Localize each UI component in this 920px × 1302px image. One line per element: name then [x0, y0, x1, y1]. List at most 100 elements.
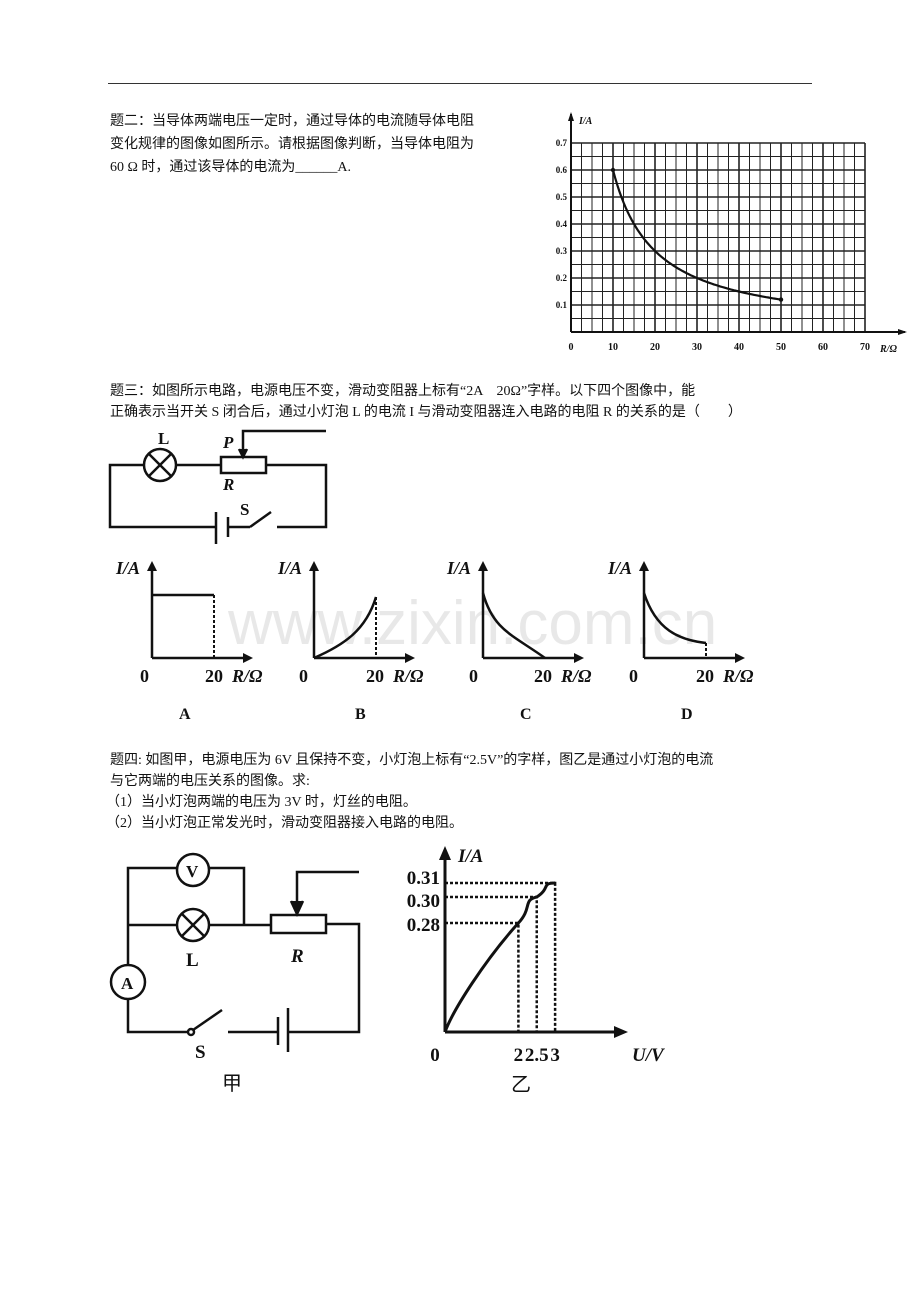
q3-line: 正确表示当开关 S 闭合后，通过小灯泡 L 的电流 I 与滑动变阻器连入电路的电… — [110, 405, 742, 420]
lamp-icon — [142, 447, 178, 483]
header-rule — [108, 83, 812, 84]
axes — [150, 567, 247, 660]
slider-label: P — [222, 433, 234, 452]
x-tick-label: 50 — [776, 342, 786, 353]
slider-arrow-icon — [289, 900, 305, 917]
data-point — [610, 167, 616, 173]
y-tick-label: 0.7 — [556, 138, 568, 148]
resistor-label: R — [222, 475, 234, 494]
x-tick-label: 70 — [860, 342, 870, 353]
option-letter: B — [355, 706, 366, 723]
switch-label: S — [195, 1042, 206, 1063]
figure-caption-jia: 甲 — [222, 1071, 242, 1095]
x-tick-label: 20 — [534, 666, 552, 686]
y-tick-label: 0.3 — [556, 246, 568, 256]
x-tick-label: 10 — [608, 342, 618, 353]
x-tick-label: 20 — [205, 666, 223, 686]
slider-wire — [295, 870, 359, 904]
axes — [312, 567, 409, 660]
x-axis-label: U/V — [632, 1045, 665, 1066]
y-axis-label: I/A — [607, 558, 632, 578]
y-axis-label: I/A — [457, 846, 483, 867]
q3-line: 题三：如图所示电路，电源电压不变，滑动变阻器上标有“2A 20Ω”字样。以下四个… — [110, 384, 696, 399]
y-tick-label: 0.4 — [556, 219, 568, 229]
axes — [443, 855, 618, 1034]
data-curve — [443, 881, 556, 1033]
dashed-guide — [445, 921, 520, 1032]
q2-line: 60 Ω 时，通过该导体的电流为______A. — [110, 160, 352, 175]
y-axis-label: I/A — [578, 116, 593, 127]
slider-wire — [241, 429, 326, 456]
data-point — [778, 297, 784, 302]
circuit-wires — [126, 866, 361, 1034]
x-tick-label: 40 — [734, 342, 744, 353]
x-tick-label: 20 — [696, 666, 714, 686]
lamp-label: L — [186, 950, 199, 971]
y-tick-label: 0.1 — [556, 300, 568, 310]
option-graph-b: I/A 0 20 R/Ω B — [277, 558, 424, 723]
question-4-text: 题四: 如图甲，电源电压为 6V 且保持不变，小灯泡上标有“2.5V”的字样，图… — [106, 750, 713, 834]
y-tick-label: 0.31 — [407, 868, 440, 889]
q2-line: 题二：当导体两端电压一定时，通过导体的电流随导体电阻 — [110, 114, 474, 129]
axes — [642, 567, 739, 660]
x-tick-label: 3 — [550, 1045, 560, 1066]
question-2-text: 题二：当导体两端电压一定时，通过导体的电流随导体电阻 变化规律的图像如图所示。请… — [110, 110, 474, 179]
axes — [570, 114, 905, 333]
ammeter-icon — [109, 963, 147, 1001]
q4-line: （2）当小灯泡正常发光时，滑动变阻器接入电路的电阻。 — [106, 816, 463, 831]
y-tick-label: 0.6 — [556, 165, 568, 175]
circuit-q4 — [109, 852, 361, 1052]
origin-label: 0 — [430, 1045, 440, 1066]
voltmeter-label: V — [186, 862, 199, 881]
question-3-text: 题三：如图所示电路，电源电压不变，滑动变阻器上标有“2A 20Ω”字样。以下四个… — [110, 381, 742, 423]
data-curve — [481, 592, 546, 660]
origin-label: 0 — [629, 666, 638, 686]
x-axis-label: R/Ω — [560, 666, 592, 686]
dashed-guide — [445, 881, 557, 1032]
option-letter: D — [681, 706, 693, 723]
resistor-label: R — [290, 946, 304, 967]
voltage-current-graph: 0.28 2 0.30 2.5 0.31 3 0 I/A U/V — [407, 846, 665, 1066]
y-axis-label: I/A — [446, 558, 471, 578]
y-axis-label: I/A — [277, 558, 302, 578]
battery-icon — [214, 512, 230, 544]
y-axis-label: I/A — [115, 558, 140, 578]
x-tick-label: 0 — [569, 342, 574, 353]
y-tick-label: 0.5 — [556, 192, 568, 202]
origin-label: 0 — [299, 666, 308, 686]
axis-arrow-icon — [439, 846, 628, 1038]
data-curve — [642, 592, 707, 645]
x-axis-label: R/Ω — [722, 666, 754, 686]
rheostat-icon — [219, 455, 268, 475]
x-tick-label: 2.5 — [525, 1045, 549, 1066]
data-curve — [313, 596, 378, 660]
x-axis-label: R/Ω — [879, 344, 897, 355]
x-tick-label: 20 — [650, 342, 660, 353]
x-tick-label: 60 — [818, 342, 828, 353]
lamp-label: L — [158, 429, 169, 448]
data-curve — [611, 169, 782, 301]
circuit-q3 — [108, 429, 328, 544]
q4-line: 与它两端的电压关系的图像。求: — [110, 774, 310, 789]
y-tick-label: 0.30 — [407, 891, 440, 912]
x-tick-label: 20 — [366, 666, 384, 686]
origin-label: 0 — [140, 666, 149, 686]
q4-line: （1）当小灯泡两端的电压为 3V 时，灯丝的电阻。 — [106, 795, 417, 810]
x-tick-label: 2 — [514, 1045, 524, 1066]
x-axis-label: R/Ω — [392, 666, 424, 686]
lamp-icon — [175, 907, 211, 943]
switch-label: S — [240, 500, 249, 519]
rheostat-icon — [269, 913, 328, 935]
y-tick-label: 0.28 — [407, 915, 440, 936]
figure-caption-yi: 乙 — [511, 1072, 531, 1096]
q2-line: 变化规律的图像如图所示。请根据图像判断，当导体电阻为 — [110, 137, 474, 152]
option-graph-d: I/A 0 20 R/Ω D — [607, 558, 754, 723]
switch-blade — [192, 1008, 223, 1032]
axes — [481, 567, 578, 660]
slider-arrow-icon — [237, 448, 249, 460]
